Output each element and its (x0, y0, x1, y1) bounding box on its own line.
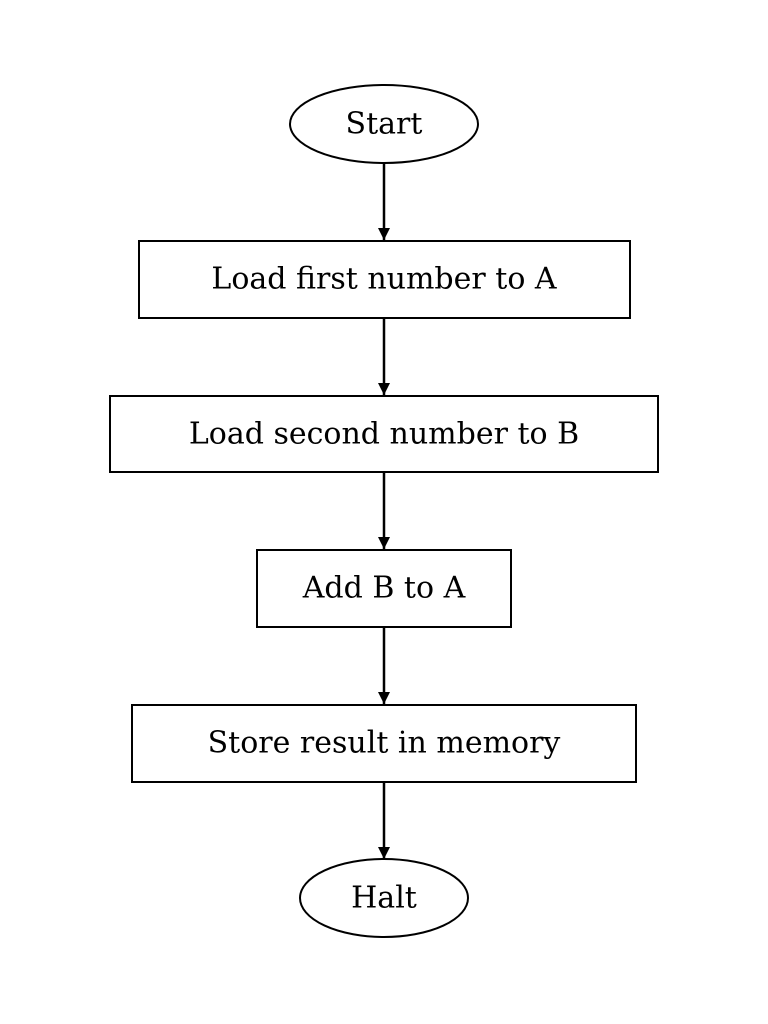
store-result-label: Store result in memory (208, 726, 561, 761)
halt-label: Halt (351, 881, 417, 916)
load-first-number-box (138, 240, 631, 319)
load-first-number-node: Load first number to A (138, 240, 631, 319)
halt-node: Halt (299, 858, 469, 938)
store-result-node: Store result in memory (131, 704, 637, 783)
load-second-number-node: Load second number to B (109, 395, 659, 473)
start-node: Start (289, 84, 479, 164)
load-second-number-label: Load second number to B (189, 417, 579, 452)
load-second-number-box (109, 395, 659, 473)
halt-ellipse (299, 858, 469, 938)
add-b-to-a-label: Add B to A (302, 571, 466, 606)
load-first-number-label: Load first number to A (211, 262, 557, 297)
add-b-to-a-node: Add B to A (256, 549, 512, 628)
start-ellipse (289, 84, 479, 164)
add-b-to-a-box (256, 549, 512, 628)
store-result-box (131, 704, 637, 783)
start-label: Start (346, 107, 423, 142)
